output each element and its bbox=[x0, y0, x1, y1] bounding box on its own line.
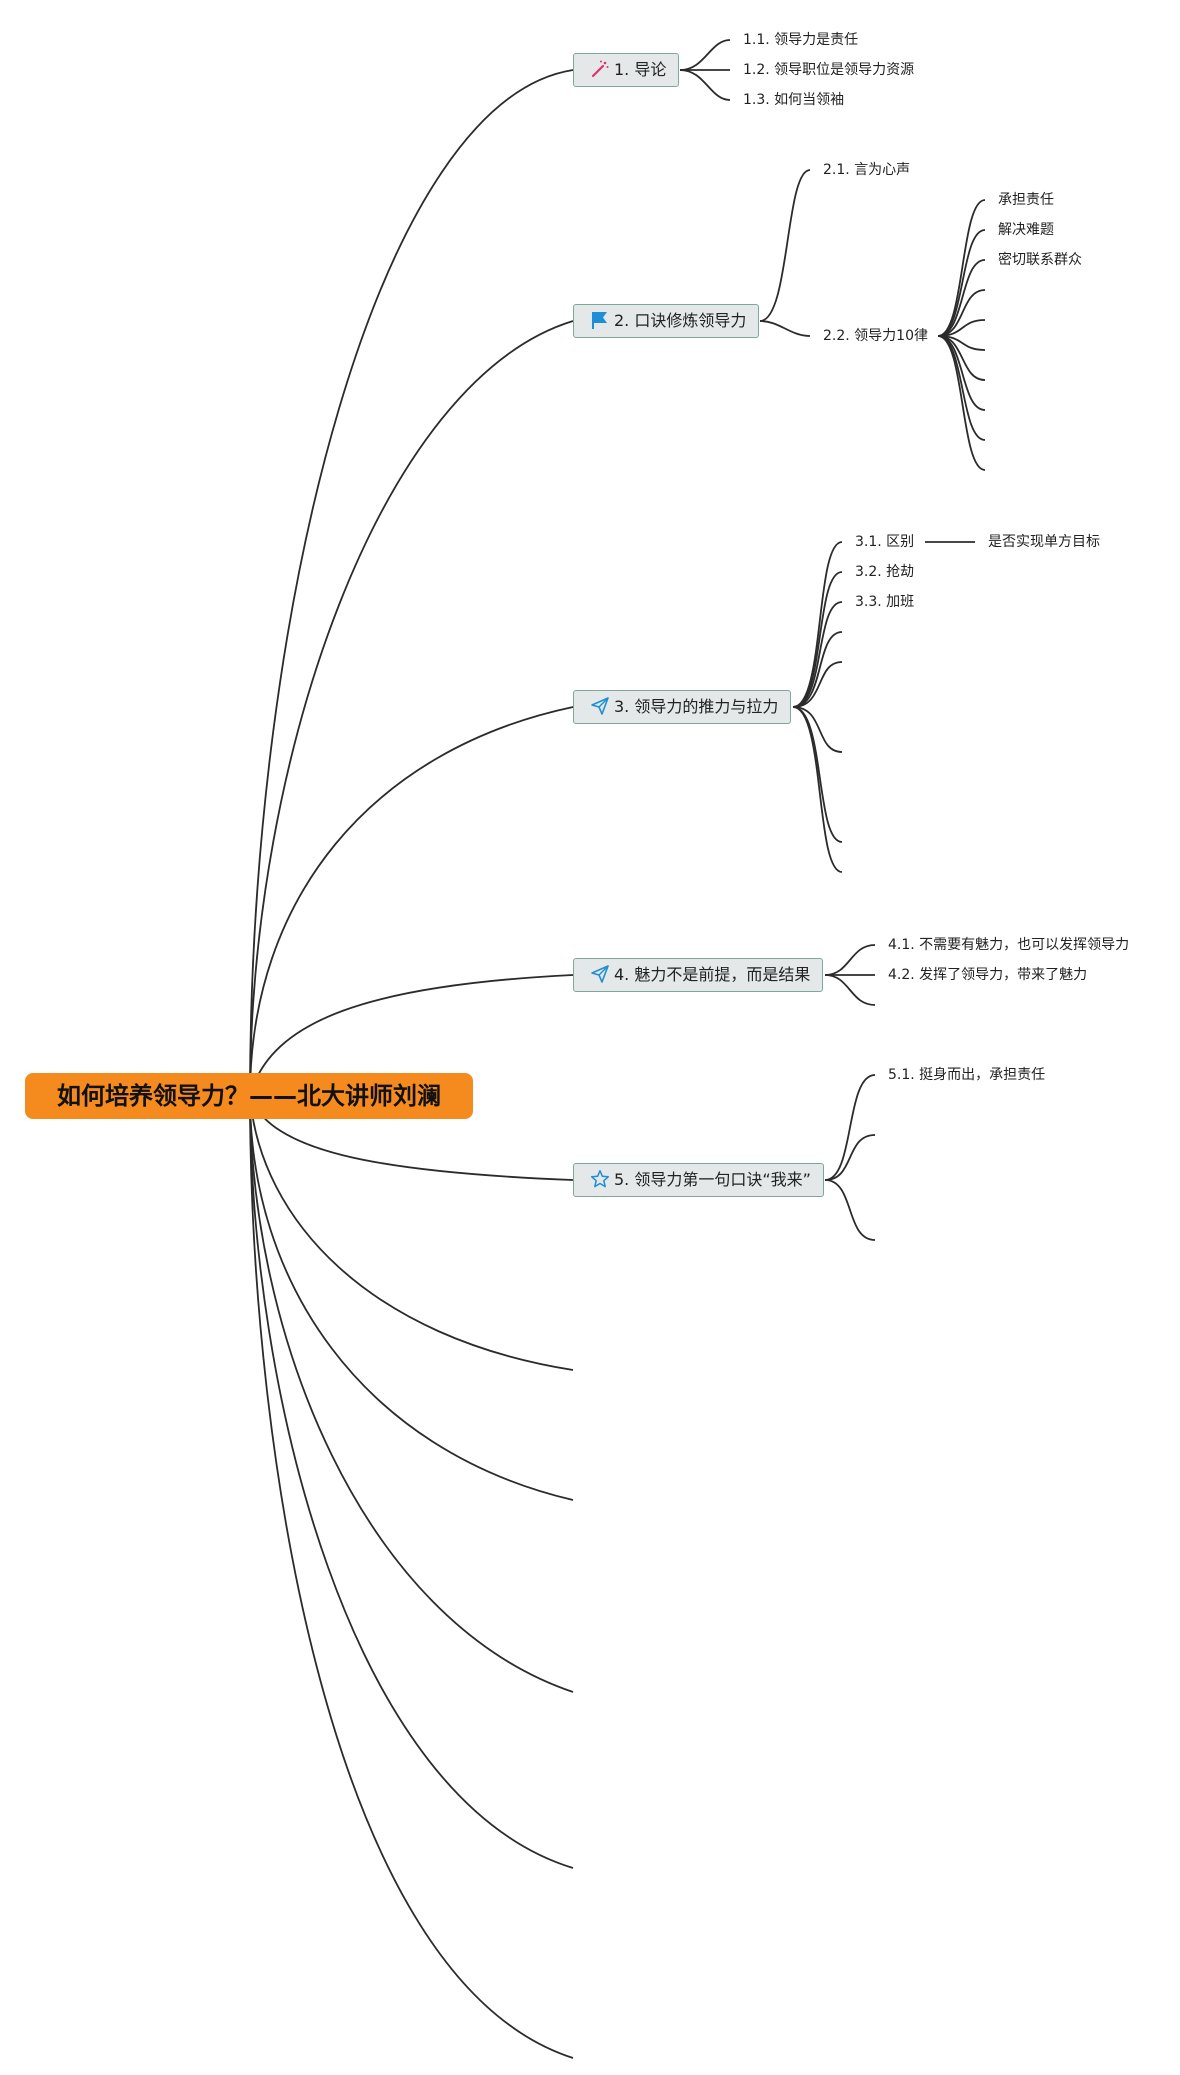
star-icon bbox=[590, 1169, 610, 1189]
subtopic-2-2-1[interactable]: 承担责任 bbox=[998, 192, 1054, 208]
connector-root-topic-3 bbox=[249, 706, 574, 1097]
topic-2[interactable]: 2. 口诀修炼领导力 bbox=[573, 304, 760, 338]
connector-empty-branch bbox=[249, 1095, 574, 1371]
paper-plane-icon bbox=[590, 964, 610, 984]
topic-4[interactable]: 4. 魅力不是前提，而是结果 bbox=[573, 958, 824, 992]
topic-5-label: 5. 领导力第一句口诀“我来” bbox=[614, 1170, 811, 1189]
connector-3-child bbox=[792, 541, 843, 708]
subtopic-5-1[interactable]: 5.1. 挺身而出，承担责任 bbox=[888, 1067, 1046, 1083]
connector-5-child bbox=[824, 1074, 876, 1181]
connector-3-child bbox=[792, 706, 843, 753]
topic-4-label: 4. 魅力不是前提，而是结果 bbox=[614, 965, 811, 984]
connector-5-child bbox=[824, 1134, 876, 1181]
subtopic-2-2-2[interactable]: 解决难题 bbox=[998, 222, 1054, 238]
connector-empty-branch bbox=[249, 1095, 574, 1693]
connector-4-child bbox=[824, 944, 876, 976]
topic-3-label: 3. 领导力的推力与拉力 bbox=[614, 697, 779, 716]
subtopic-4-1[interactable]: 4.1. 不需要有魅力，也可以发挥领导力 bbox=[888, 937, 1130, 953]
connector-2-2-sub bbox=[937, 335, 986, 471]
topic-1-label: 1. 导论 bbox=[614, 60, 667, 79]
flag-icon bbox=[590, 310, 610, 330]
subtopic-1-1[interactable]: 1.1. 领导力是责任 bbox=[743, 32, 859, 48]
connector-root-topic-1 bbox=[249, 69, 574, 1097]
connector-root-topic-4 bbox=[249, 974, 574, 1097]
topic-1[interactable]: 1. 导论 bbox=[573, 53, 680, 87]
connector-3-child bbox=[792, 706, 843, 873]
subtopic-1-2[interactable]: 1.2. 领导职位是领导力资源 bbox=[743, 62, 915, 78]
subtopic-2-2[interactable]: 2.2. 领导力10律 bbox=[823, 328, 928, 344]
connector-2-2 bbox=[759, 320, 811, 337]
connector-1-3 bbox=[679, 69, 731, 101]
subtopic-3-2[interactable]: 3.2. 抢劫 bbox=[855, 564, 915, 580]
connector-4-child bbox=[824, 974, 876, 1006]
topic-3[interactable]: 3. 领导力的推力与拉力 bbox=[573, 690, 792, 724]
subtopic-3-1-1[interactable]: 是否实现单方目标 bbox=[988, 534, 1100, 550]
connector-3-child bbox=[792, 631, 843, 708]
connector-2-1 bbox=[759, 169, 811, 322]
connector-3-child bbox=[792, 661, 843, 708]
root-topic[interactable]: 如何培养领导力？——北大讲师刘澜 bbox=[25, 1073, 473, 1119]
subtopic-1-3[interactable]: 1.3. 如何当领袖 bbox=[743, 92, 845, 108]
connector-1-1 bbox=[679, 39, 731, 71]
subtopic-2-1[interactable]: 2.1. 言为心声 bbox=[823, 162, 911, 178]
magic-wand-icon bbox=[590, 59, 610, 79]
connector-3-child bbox=[792, 601, 843, 708]
connector-3-child bbox=[792, 571, 843, 708]
topic-2-label: 2. 口诀修炼领导力 bbox=[614, 311, 747, 330]
subtopic-3-3[interactable]: 3.3. 加班 bbox=[855, 594, 915, 610]
topic-5[interactable]: 5. 领导力第一句口诀“我来” bbox=[573, 1163, 824, 1197]
connector-empty-branch bbox=[249, 1095, 574, 1869]
connector-5-child bbox=[824, 1179, 876, 1241]
connector-empty-branch bbox=[249, 1095, 574, 2059]
connector-2-2-sub bbox=[937, 335, 986, 441]
connector-root-topic-2 bbox=[249, 320, 574, 1097]
subtopic-4-2[interactable]: 4.2. 发挥了领导力，带来了魅力 bbox=[888, 967, 1088, 983]
connector-2-2-sub bbox=[937, 259, 986, 337]
connector-2-2-sub bbox=[937, 229, 986, 337]
connector-empty-branch bbox=[249, 1095, 574, 1501]
subtopic-2-2-3[interactable]: 密切联系群众 bbox=[998, 252, 1082, 268]
paper-plane-icon bbox=[590, 696, 610, 716]
connector-2-2-sub bbox=[937, 199, 986, 337]
subtopic-3-1[interactable]: 3.1. 区别 bbox=[855, 534, 915, 550]
